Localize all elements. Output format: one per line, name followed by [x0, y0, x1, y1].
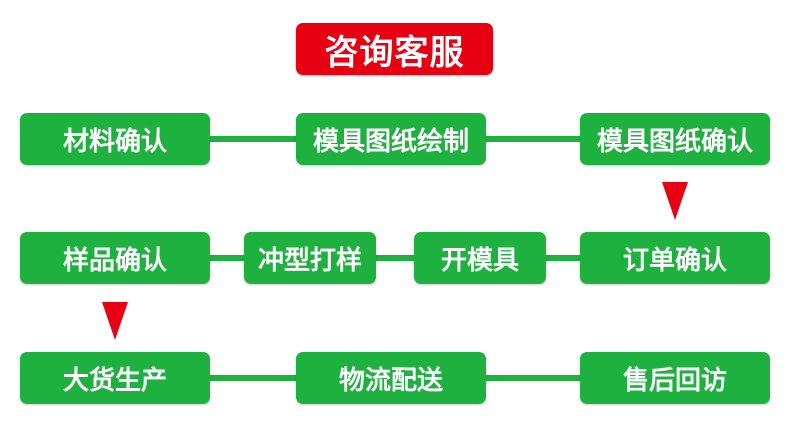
step-mass-production: 大货生产 [20, 352, 210, 404]
connector-row3-a [210, 375, 298, 381]
step-mold-drawing: 模具图纸绘制 [296, 113, 486, 165]
connector-row2-b [376, 255, 416, 261]
step-mold-drawing-confirm: 模具图纸确认 [580, 113, 770, 165]
step-punch-sampling: 冲型打样 [244, 232, 376, 284]
step-label: 大货生产 [62, 365, 167, 396]
step-order-confirm: 订单确认 [580, 232, 770, 284]
step-label: 物流配送 [338, 365, 443, 396]
step-label: 冲型打样 [257, 245, 362, 276]
step-label: 开模具 [440, 245, 519, 276]
connector-row3-b [485, 375, 581, 381]
step-open-mold: 开模具 [414, 232, 546, 284]
connector-row2-a [210, 255, 246, 261]
title-badge: 咨询客服 [296, 23, 493, 75]
step-label: 样品确认 [62, 245, 167, 276]
down-arrow-icon [662, 182, 688, 220]
step-label: 售后回访 [622, 365, 727, 396]
step-label: 模具图纸确认 [596, 126, 753, 157]
step-logistics: 物流配送 [296, 352, 486, 404]
step-after-sales: 售后回访 [580, 352, 770, 404]
step-material-confirm: 材料确认 [20, 113, 210, 165]
title-text: 咨询客服 [324, 32, 465, 73]
step-label: 模具图纸绘制 [312, 126, 469, 157]
connector-row1-a [210, 136, 298, 142]
connector-row2-c [546, 255, 582, 261]
down-arrow-icon [102, 302, 128, 340]
step-sample-confirm: 样品确认 [20, 232, 210, 284]
step-label: 订单确认 [622, 245, 727, 276]
step-label: 材料确认 [62, 126, 167, 157]
connector-row1-b [485, 136, 581, 142]
